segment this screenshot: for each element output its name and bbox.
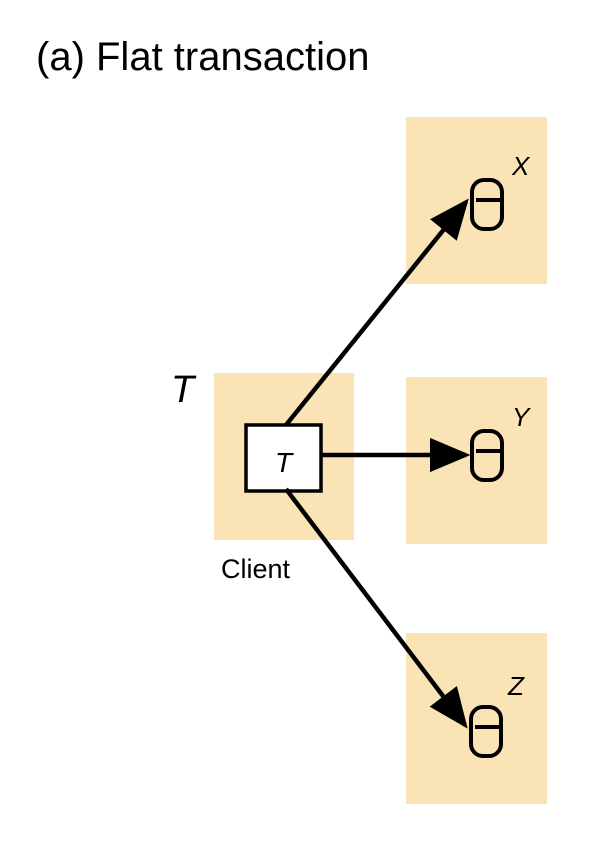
server-y-panel [406,377,547,544]
arrow-client-to-z [284,487,468,729]
diagram-title: (a) Flat transaction [36,35,369,79]
client-box-label: T [275,447,294,478]
arrow-client-to-x [284,198,469,427]
client-transaction-box [244,423,323,493]
server-x-label: X [511,151,531,181]
server-z-label: Z [507,671,525,701]
database-icon [470,178,504,231]
client-caption: Client [221,554,291,584]
server-z-panel [406,633,547,804]
database-icon [469,705,503,758]
server-y-label: Y [512,402,531,432]
database-icon [470,429,504,482]
client-transaction-label: T [171,369,197,411]
